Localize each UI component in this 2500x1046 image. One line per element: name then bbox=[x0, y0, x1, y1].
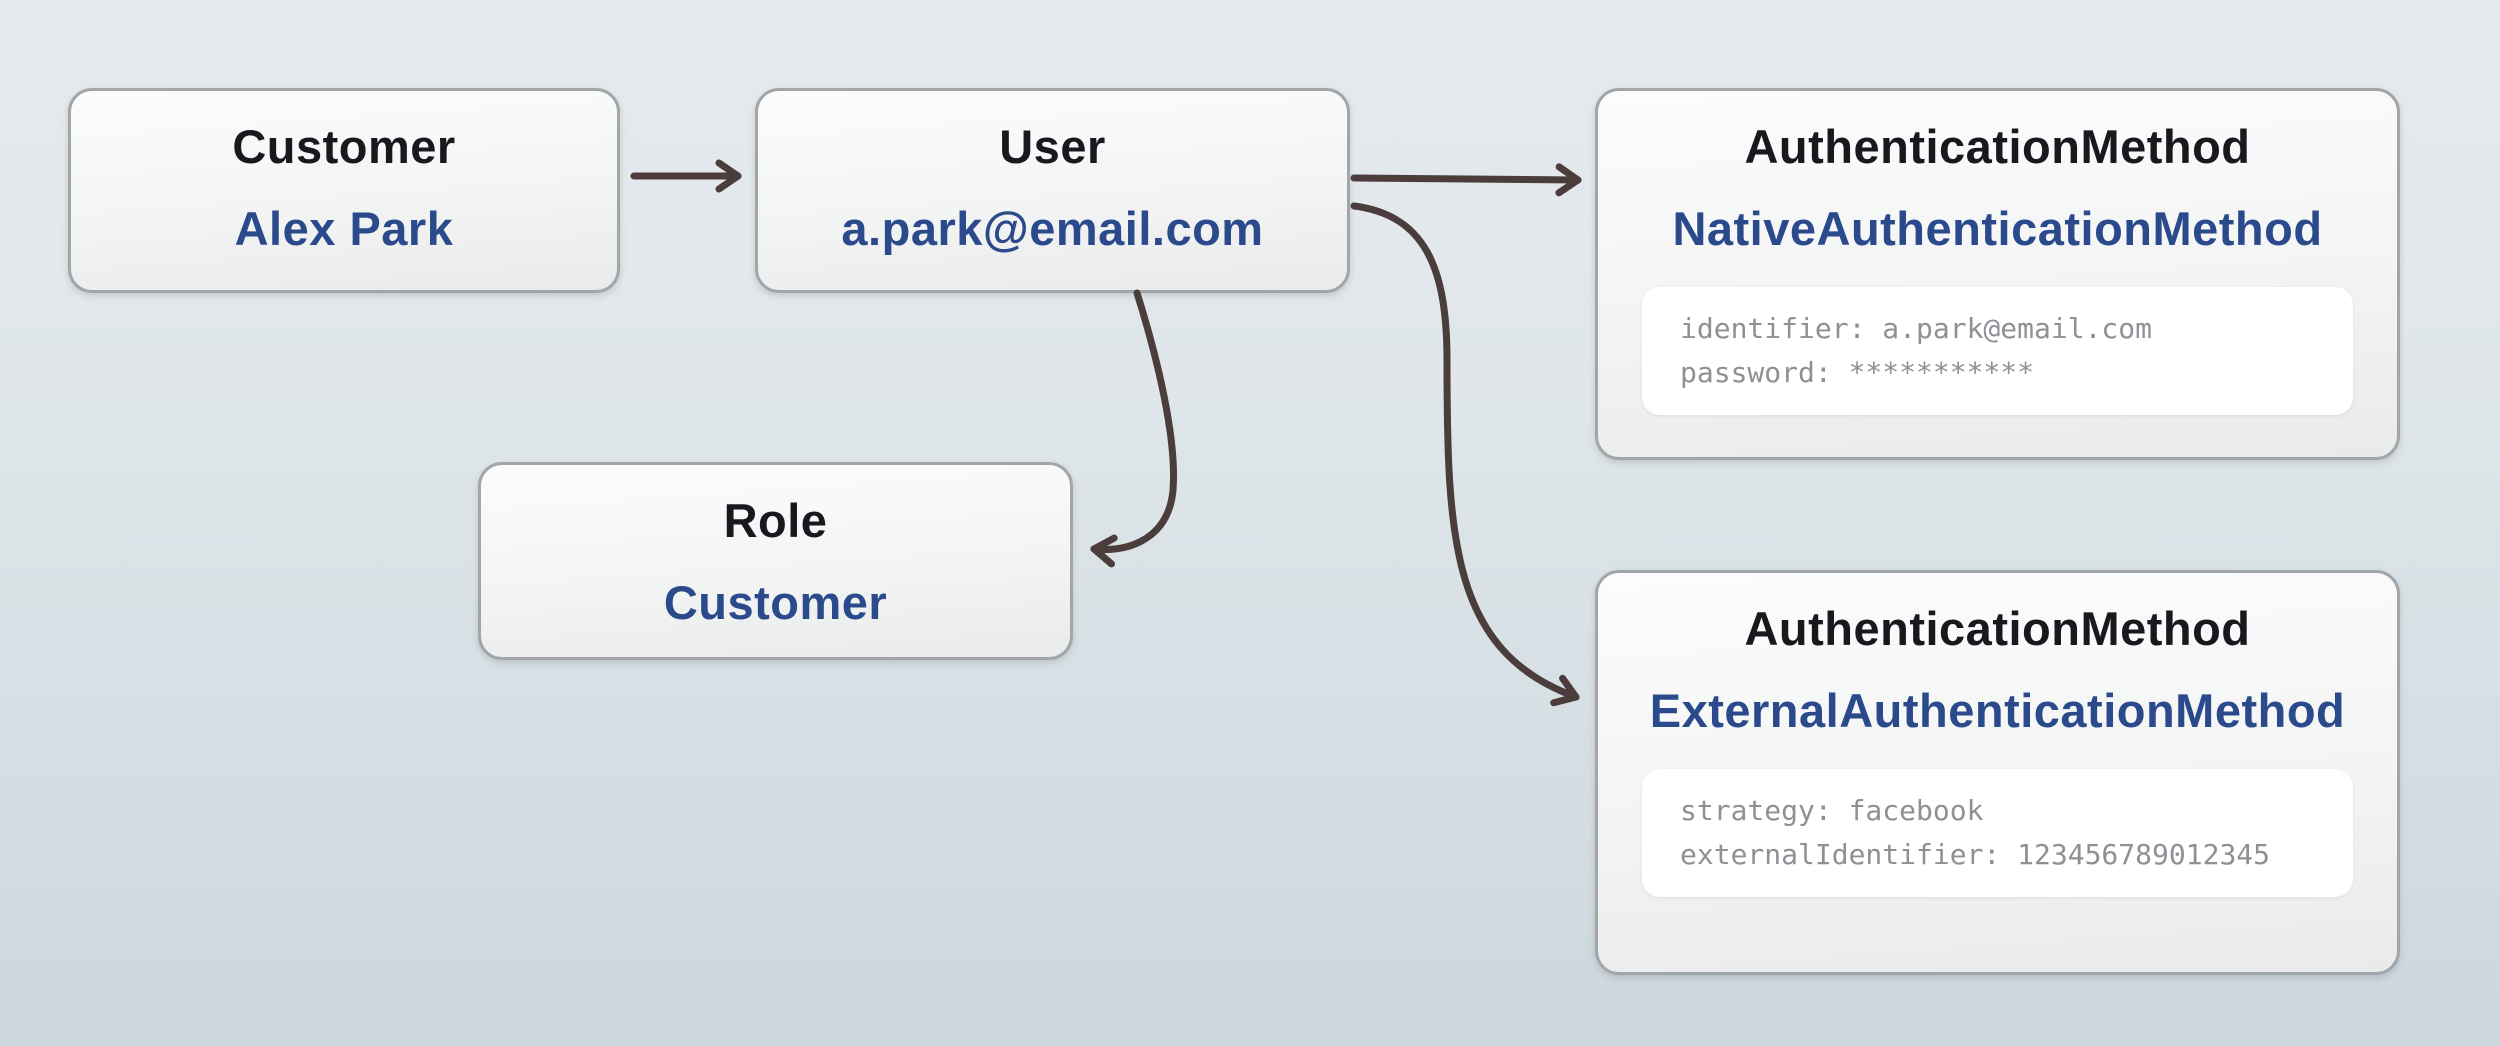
node-value: NativeAuthenticationMethod bbox=[1672, 202, 2323, 255]
attributes-panel: identifier: a.park@email.com password: *… bbox=[1642, 287, 2353, 415]
node-role: Role Customer bbox=[478, 462, 1073, 660]
node-user: User a.park@email.com bbox=[755, 88, 1350, 293]
node-value: Customer bbox=[663, 576, 888, 629]
node-external-authentication-method: AuthenticationMethod ExternalAuthenticat… bbox=[1595, 570, 2400, 975]
arrow-user-to-native-authentication bbox=[1350, 163, 1582, 197]
attribute-strategy: strategy: facebook bbox=[1680, 794, 1984, 827]
attribute-identifier: identifier: a.park@email.com bbox=[1680, 312, 2153, 345]
attributes-panel: strategy: facebook externalIdentifier: 1… bbox=[1642, 769, 2353, 897]
node-title: User bbox=[999, 120, 1106, 173]
node-title: AuthenticationMethod bbox=[1744, 120, 2251, 173]
arrow-user-to-external-authentication bbox=[1350, 202, 1580, 707]
node-customer: Customer Alex Park bbox=[68, 88, 620, 293]
node-native-authentication-method: AuthenticationMethod NativeAuthenticatio… bbox=[1595, 88, 2400, 460]
node-title: AuthenticationMethod bbox=[1744, 602, 2251, 655]
node-title: Role bbox=[723, 494, 828, 547]
arrow-user-to-role bbox=[1090, 289, 1177, 568]
attribute-password: password: *********** bbox=[1680, 356, 2035, 389]
node-value: a.park@email.com bbox=[841, 202, 1264, 255]
node-title: Customer bbox=[232, 120, 456, 173]
node-value: Alex Park bbox=[234, 202, 454, 255]
attribute-external-identifier: externalIdentifier: 123456789012345 bbox=[1680, 838, 2271, 871]
node-value: ExternalAuthenticationMethod bbox=[1649, 684, 2346, 737]
